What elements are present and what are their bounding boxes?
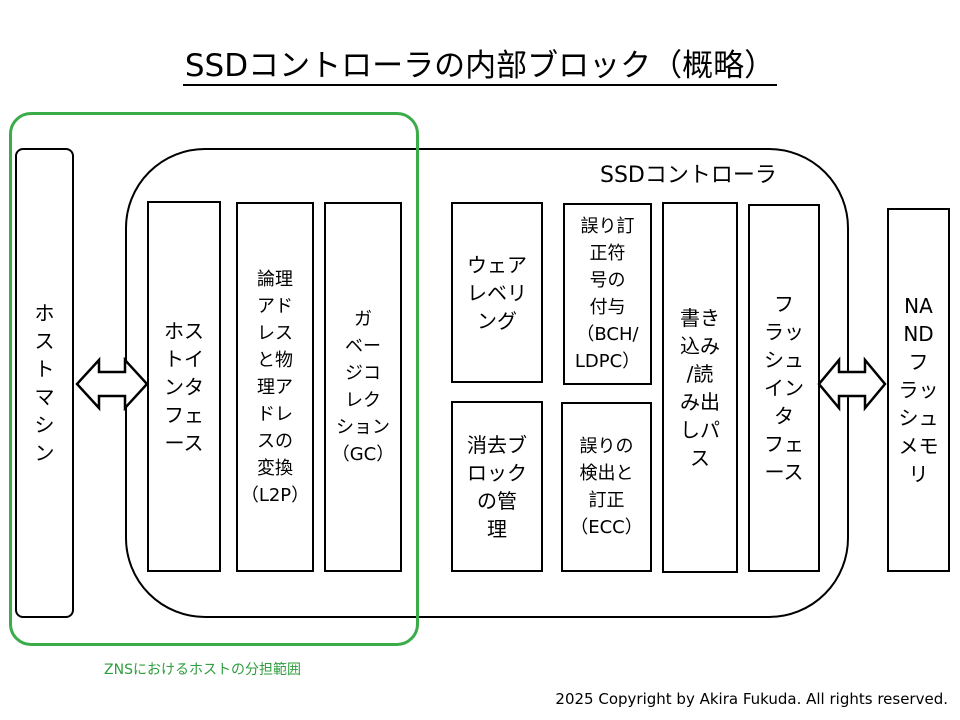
host-machine-block: ホ ス ト マ シ ン <box>15 148 74 618</box>
read-write-path-block: 書き 込み /読 み出 しパ ス <box>662 202 738 573</box>
l2p-label: 論理 アド レス と物 理ア ドレ スの 変換 （L2P） <box>240 268 310 506</box>
flash-interface-label: フ ラッ シュ イン タ フェ ース <box>764 292 804 484</box>
nand-flash-block: NA ND フ ラッ シュ メモ リ <box>887 208 950 572</box>
gc-block: ガ ベー ジコ レク ション （GC） <box>324 202 402 572</box>
l2p-block: 論理 アド レス と物 理ア ドレ スの 変換 （L2P） <box>236 202 314 572</box>
host-interface-block: ホス トイ ンタ フェ ース <box>147 201 221 572</box>
erase-block-management-block: 消去ブ ロック の管 理 <box>451 401 543 572</box>
wear-leveling-label: ウェア レベリ ング <box>467 252 527 333</box>
host-to-controller-arrow <box>75 356 149 412</box>
nand-flash-label: NA ND フ ラッ シュ メモ リ <box>898 294 939 486</box>
wear-leveling-block: ウェア レベリ ング <box>451 202 543 383</box>
host-machine-label: ホ ス ト マ シ ン <box>34 301 55 465</box>
ecc-encode-label: 誤り訂 正符 号の 付与 （BCH/ LDPC） <box>574 216 641 372</box>
zns-host-scope-caption: ZNSにおけるホストの分担範囲 <box>104 662 301 678</box>
host-interface-label: ホス トイ ンタ フェ ース <box>164 318 204 455</box>
erase-block-management-label: 消去ブ ロック の管 理 <box>467 432 527 541</box>
ecc-detect-correct-label: 誤りの 検出と 訂正 （ECC） <box>570 436 643 538</box>
ecc-detect-correct-block: 誤りの 検出と 訂正 （ECC） <box>561 402 652 572</box>
diagram-title-text: SSDコントローラの内部ブロック（概略） <box>182 48 778 86</box>
controller-to-nand-arrow <box>817 356 887 412</box>
ssd-controller-label: SSDコントローラ <box>600 163 777 188</box>
ecc-encode-block: 誤り訂 正符 号の 付与 （BCH/ LDPC） <box>563 203 652 385</box>
diagram-title: SSDコントローラの内部ブロック（概略） <box>0 40 960 86</box>
flash-interface-block: フ ラッ シュ イン タ フェ ース <box>748 204 820 572</box>
read-write-path-label: 書き 込み /読 み出 しパ ス <box>680 305 720 470</box>
gc-label: ガ ベー ジコ レク ション （GC） <box>331 309 395 465</box>
zns-host-scope-frame <box>9 112 419 646</box>
copyright-notice: 2025 Copyright by Akira Fukuda. All righ… <box>555 690 948 708</box>
